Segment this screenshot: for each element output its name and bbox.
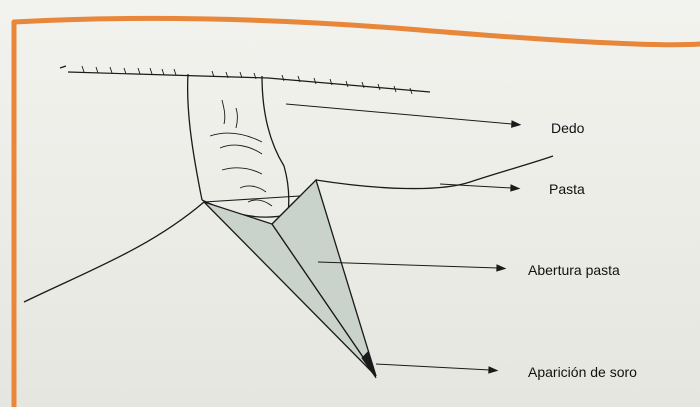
leader-pasta: [440, 184, 519, 191]
label-abertura-pasta: Abertura pasta: [528, 262, 620, 278]
label-pasta: Pasta: [549, 181, 585, 197]
finger-shape: [188, 74, 290, 217]
pasta-opening-flaps: [204, 180, 376, 376]
label-aparicion-de-soro: Aparición de soro: [528, 364, 637, 380]
sorus-tip: [362, 352, 376, 378]
label-dedo: Dedo: [551, 120, 584, 136]
hatched-surface-line: [60, 66, 430, 94]
leader-dedo: [286, 104, 520, 127]
leader-abertura: [318, 262, 505, 271]
leader-soro: [376, 364, 497, 373]
